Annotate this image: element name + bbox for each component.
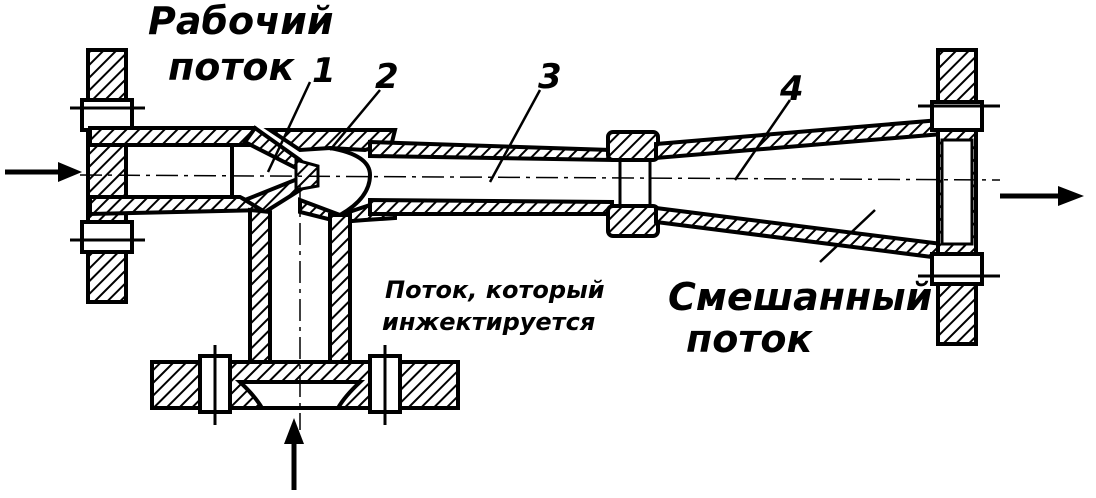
part-1-label: 1 xyxy=(312,51,336,91)
part-2-label: 2 xyxy=(375,57,399,97)
suction-arrow xyxy=(284,418,304,490)
inlet-arrow xyxy=(5,162,82,182)
mixed-flow-label-line2: поток xyxy=(686,317,813,361)
diffuser xyxy=(654,117,945,261)
left-flange xyxy=(70,48,145,304)
bottom-flange xyxy=(150,345,460,425)
part-4-label: 4 xyxy=(779,69,804,109)
right-flange xyxy=(918,48,1000,346)
injected-flow-label-line1: Поток, который xyxy=(385,276,605,304)
mixed-flow-label-line1: Смешанный xyxy=(668,275,932,319)
part-3-label: 3 xyxy=(538,57,562,97)
working-flow-label-line2: поток xyxy=(168,45,295,89)
leader-lines xyxy=(266,81,876,263)
inlet-pipe xyxy=(88,126,275,217)
working-flow-label-line1: Рабочий xyxy=(148,0,333,43)
throat-pipe xyxy=(368,139,615,216)
injected-flow-label-line2: инжектируется xyxy=(382,308,595,336)
coupling xyxy=(606,130,660,238)
centre-lines xyxy=(79,174,1001,430)
outlet-arrow xyxy=(1000,186,1084,206)
